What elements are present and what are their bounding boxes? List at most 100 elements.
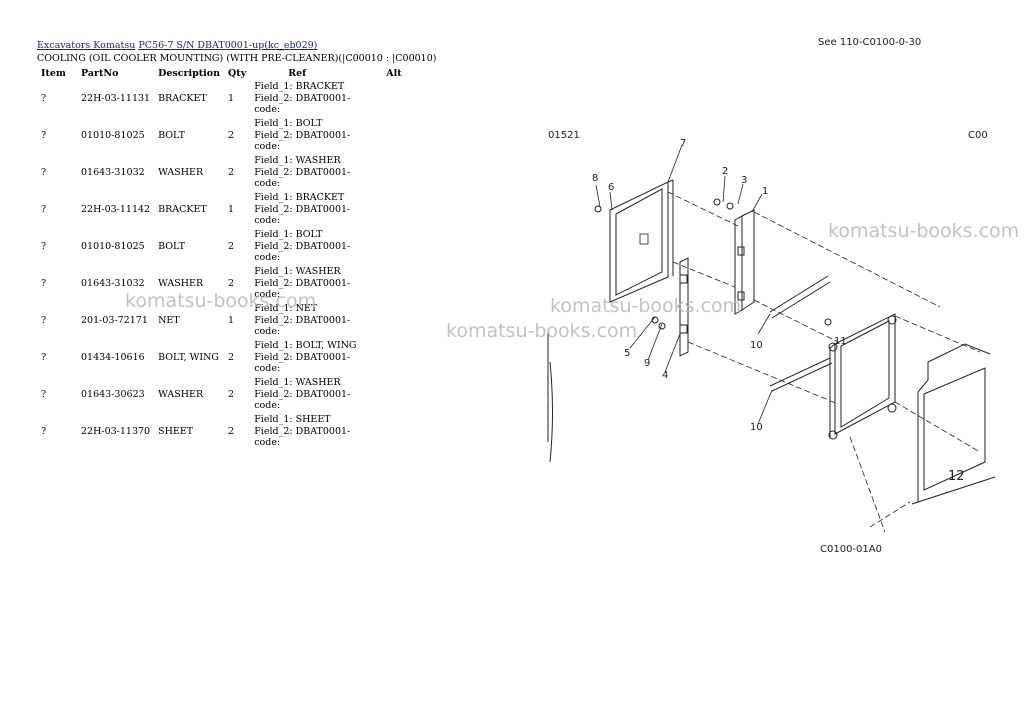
item-cell: ? (41, 166, 47, 178)
table-header-row: Item PartNo Description Qty Ref Alt (37, 66, 406, 80)
item-cell: ? (41, 314, 47, 326)
callout-3: 3 (741, 175, 747, 186)
watermark-1: komatsu-books.com (125, 290, 317, 312)
ref-line: Field_2: DBAT0001- (254, 277, 351, 289)
ref-line: Field_2: DBAT0001- (254, 388, 351, 400)
drawing-figure-code: C0100-01A0 (820, 544, 882, 555)
header-ref: Ref (288, 67, 307, 79)
bracket-part (734, 209, 755, 315)
ref-line: Field_1: NET (254, 303, 318, 315)
ref-line: code: (254, 104, 281, 116)
header-partno: PartNo (81, 67, 119, 79)
qty-cell: 2 (228, 277, 235, 289)
section-title: COOLING (OIL COOLER MOUNTING) (WITH PRE-… (37, 53, 437, 64)
ref-line: Field_1: WASHER (254, 155, 341, 167)
callout-1: 1 (762, 186, 768, 197)
item-cell: ? (41, 351, 47, 363)
description-cell: NET (158, 314, 180, 326)
watermark-4: komatsu-books.com (828, 220, 1020, 242)
ref-line: code: (254, 215, 281, 227)
ref-line: Field_1: BOLT, WING (254, 340, 357, 352)
header-description: Description (158, 67, 221, 79)
partno-cell: 01010-81025 (81, 240, 145, 252)
qty-cell: 2 (228, 388, 235, 400)
ref-line: code: (254, 252, 281, 264)
header-item: Item (41, 67, 66, 79)
partno-cell: 01643-31032 (81, 277, 145, 289)
watermark-3: komatsu-books.com (446, 320, 638, 342)
ref-line: Field_2: DBAT0001- (254, 92, 351, 104)
description-cell: WASHER (158, 277, 204, 289)
header-alt: Alt (386, 67, 402, 79)
qty-cell: 2 (228, 240, 235, 252)
watermark-2: komatsu-books.com (550, 295, 742, 317)
callout-12: 12 (948, 469, 965, 484)
partno-cell: 22H-03-11131 (81, 92, 151, 104)
ref-line: Field_2: DBAT0001- (254, 203, 351, 215)
qty-cell: 2 (228, 351, 235, 363)
description-cell: SHEET (158, 425, 194, 437)
description-cell: BRACKET (158, 92, 207, 104)
exploded-parts-diagram: See 110-C0100-0-30 01521 C00 C0100-01A0 … (547, 37, 996, 555)
partno-cell: 22H-03-11142 (81, 203, 151, 215)
ref-line: code: (254, 437, 281, 449)
callout-2: 2 (722, 166, 728, 177)
description-cell: BOLT (158, 240, 185, 252)
breadcrumb-link-model[interactable]: PC56-7 S/N DBAT0001-up(kc_eb029) (138, 40, 318, 51)
ref-line: Field_2: DBAT0001- (254, 166, 351, 178)
callout-10-lower: 10 (750, 422, 763, 433)
callout-5: 5 (624, 348, 630, 359)
drawing-corner-left: 01521 (548, 130, 580, 141)
breadcrumb: Excavators Komatsu PC56-7 S/N DBAT0001-u… (37, 40, 317, 51)
qty-cell: 1 (228, 203, 235, 215)
ref-line: Field_1: SHEET (254, 414, 331, 426)
ref-line: code: (254, 141, 281, 153)
ref-line: code: (254, 363, 281, 375)
partno-cell: 01643-31032 (81, 166, 145, 178)
item-cell: ? (41, 277, 47, 289)
ref-line: Field_1: WASHER (254, 377, 341, 389)
qty-cell: 1 (228, 92, 235, 104)
item-cell: ? (41, 425, 47, 437)
ref-line: Field_2: DBAT0001- (254, 351, 351, 363)
ref-line: code: (254, 178, 281, 190)
parts-table: Item PartNo Description Qty Ref Alt ? 22H… (37, 66, 406, 450)
partno-cell: 01434-10616 (81, 351, 145, 363)
ref-line: Field_1: WASHER (254, 266, 341, 278)
callout-7: 7 (680, 138, 686, 149)
partno-cell: 22H-03-11370 (81, 425, 151, 437)
rod-part (769, 275, 829, 313)
ref-line: Field_1: BOLT (254, 118, 323, 130)
description-cell: BOLT (158, 129, 185, 141)
callout-8: 8 (592, 173, 598, 184)
ref-line: Field_2: DBAT0001- (254, 240, 351, 252)
header-qty: Qty (228, 67, 247, 79)
breadcrumb-link-excavators[interactable]: Excavators Komatsu (37, 40, 136, 51)
callout-10-upper: 10 (750, 340, 763, 351)
ref-line: code: (254, 400, 281, 412)
callout-4: 4 (662, 370, 668, 381)
qty-cell: 2 (228, 166, 235, 178)
ref-line: Field_1: BRACKET (254, 81, 345, 93)
qty-cell: 1 (228, 314, 235, 326)
qty-cell: 2 (228, 425, 235, 437)
lower-bracket-part (679, 257, 689, 357)
qty-cell: 2 (228, 129, 235, 141)
item-cell: ? (41, 129, 47, 141)
ref-line: Field_1: BRACKET (254, 192, 345, 204)
